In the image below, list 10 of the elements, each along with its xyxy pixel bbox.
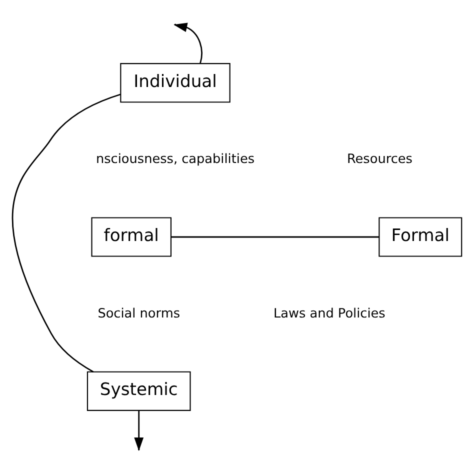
- node-box: Individual: [120, 63, 230, 103]
- connector: [12, 94, 121, 372]
- label: Social norms: [98, 306, 180, 322]
- node-box: Formal: [378, 217, 462, 257]
- label: nsciousness, capabilities: [96, 152, 255, 168]
- label: Laws and Policies: [273, 306, 386, 322]
- connector: [171, 236, 380, 238]
- node-box: Systemic: [86, 371, 191, 411]
- label: Resources: [346, 152, 412, 168]
- node-box: formal: [91, 217, 172, 257]
